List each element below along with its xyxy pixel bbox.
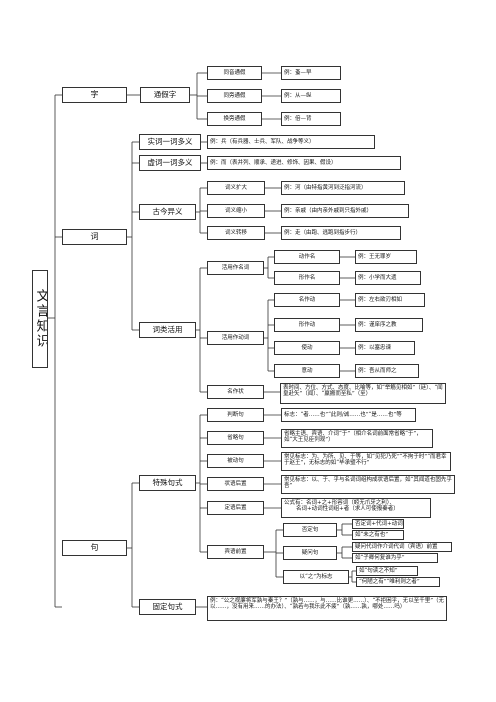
level1-ju: 句 (62, 540, 127, 556)
teshu-item-4: 状语后置 (207, 477, 264, 491)
teshu-item-1: 判断句 (207, 408, 264, 422)
dongci-desc-3: 例：以塞忠谏 (355, 341, 415, 355)
zi-item-1: 同音通假 (207, 66, 262, 80)
dongci-desc-1: 例：左右欲刃相如 (355, 293, 425, 307)
mingci-desc-1: 例：王无罪岁 (355, 250, 417, 264)
shici-node: 实词一词多义 (139, 134, 201, 150)
teshu-desc-2: 省略主语、宾语、介词“于”（相介名词前面常省略“于”，如“大王见臣列观”） (281, 429, 433, 448)
binqian-desc-2a: 疑问代词作介词代词（宾语）前置 (352, 542, 452, 552)
dongci-desc-4: 例：吾从而师之 (355, 364, 419, 378)
zhuangyu-desc: 表时间、方位、方式、态度、比喻等，如“举觞见相如”（廷）、“闻皇赴矢”（闻）、“… (280, 383, 446, 404)
gujin-desc-3: 例：走（由跑、逃跑到指步行） (281, 226, 401, 240)
binqian-desc-2b: 如“子卿何复谁为乎” (352, 553, 438, 563)
mingci-item-2: 形作名 (274, 271, 340, 285)
zi-example-3: 例：倍—背 (281, 112, 341, 126)
zi-example-2: 例：从—纵 (281, 89, 341, 103)
mingci-desc-2: 例：小学而大遗 (355, 271, 421, 285)
gujin-desc-1: 例：河（由特指黄河到泛指河流） (281, 181, 405, 195)
tongjiazi-node: 通假字 (140, 87, 190, 103)
gujin-desc-2: 例：亲戚（由内亲外戚到只指外戚） (281, 204, 409, 218)
xuci-node: 虚词一词多义 (139, 155, 201, 171)
teshu-item-3: 被动句 (207, 454, 264, 468)
binqian-item-1: 否定句 (283, 523, 337, 537)
dongci-desc-2: 例：谨庠序之教 (355, 318, 423, 332)
gujin-item-3: 词义转移 (207, 226, 265, 240)
dongci-item-1: 名作动 (274, 293, 340, 307)
zi-item-2: 同旁通假 (207, 89, 262, 103)
teshu-desc-3: 常见标志：为、为所、见、于等，如“见犯乃死”“不拘于时”“而君幸于赵王”，无标志… (281, 452, 451, 471)
dingyu-line-1: 公式有：名词+之+形容词（蚓无爪牙之利）、 (284, 500, 395, 506)
teshu-node: 特殊句式 (139, 475, 196, 491)
level1-ci: 词 (62, 229, 127, 245)
leihuo-node: 词类活用 (139, 322, 196, 338)
teshu-desc-1: 标志：“者……也”“此则/诚……也”“是……也”等 (281, 408, 416, 422)
dingyu-line-2: 名词+动词性词组+者（求人可使报秦者） (296, 506, 399, 513)
binqian-desc-1a: 否定词+代词+动词 (352, 519, 404, 529)
teshu-desc-5: 公式有：名词+之+形容词（蚓无爪牙之利）、 名词+动词性词组+者（求人可使报秦者… (281, 498, 431, 518)
guding-node: 固定句式 (139, 599, 196, 615)
zi-example-1: 例：蚤—早 (281, 66, 341, 80)
binqian-desc-3b: “何陋之有”“唯利则之者” (356, 577, 440, 587)
guding-desc: 例：“公之视廉将军孰与秦王？”（孰与……，与……比谁更……）、“不拒困乎，无以至… (207, 596, 447, 621)
dongci-item-2: 形作动 (274, 318, 340, 332)
binqian-desc-3a: 如“句读之不知” (356, 566, 418, 576)
dongci-node: 活用作动词 (207, 331, 264, 345)
root-node: 文言知识 (32, 270, 48, 368)
mingci-node: 活用作名词 (207, 261, 264, 275)
teshu-item-5: 定语后置 (207, 501, 264, 515)
mingci-item-1: 动作名 (274, 250, 340, 264)
binqian-item-3: 以“之”为标志 (283, 570, 349, 584)
zi-item-3: 换旁通假 (207, 112, 262, 126)
binqian-item-2: 疑问句 (283, 546, 337, 560)
shici-desc: 例：兵（有兵器、士兵、军队、战争等义） (207, 135, 375, 149)
gujin-node: 古今异义 (139, 204, 196, 220)
dongci-item-4: 意动 (274, 364, 340, 378)
xuci-desc: 例：而（表并列、顺承、递进、修饰、因果、假设） (207, 156, 401, 170)
zhuangyu-node: 名作状 (207, 385, 264, 399)
binqian-desc-1b: 如“未之有也” (352, 530, 404, 540)
teshu-item-2: 省略句 (207, 431, 264, 445)
dongci-item-3: 使动 (274, 341, 340, 355)
gujin-item-2: 词义缩小 (207, 204, 265, 218)
level1-zi: 字 (62, 87, 127, 103)
teshu-desc-4: 常见标志：以、于、乎与名词词组构成状语后置，如“其闻道也固先乎吾” (281, 475, 455, 494)
binqian-node: 宾语前置 (207, 545, 264, 559)
gujin-item-1: 词义扩大 (207, 181, 265, 195)
